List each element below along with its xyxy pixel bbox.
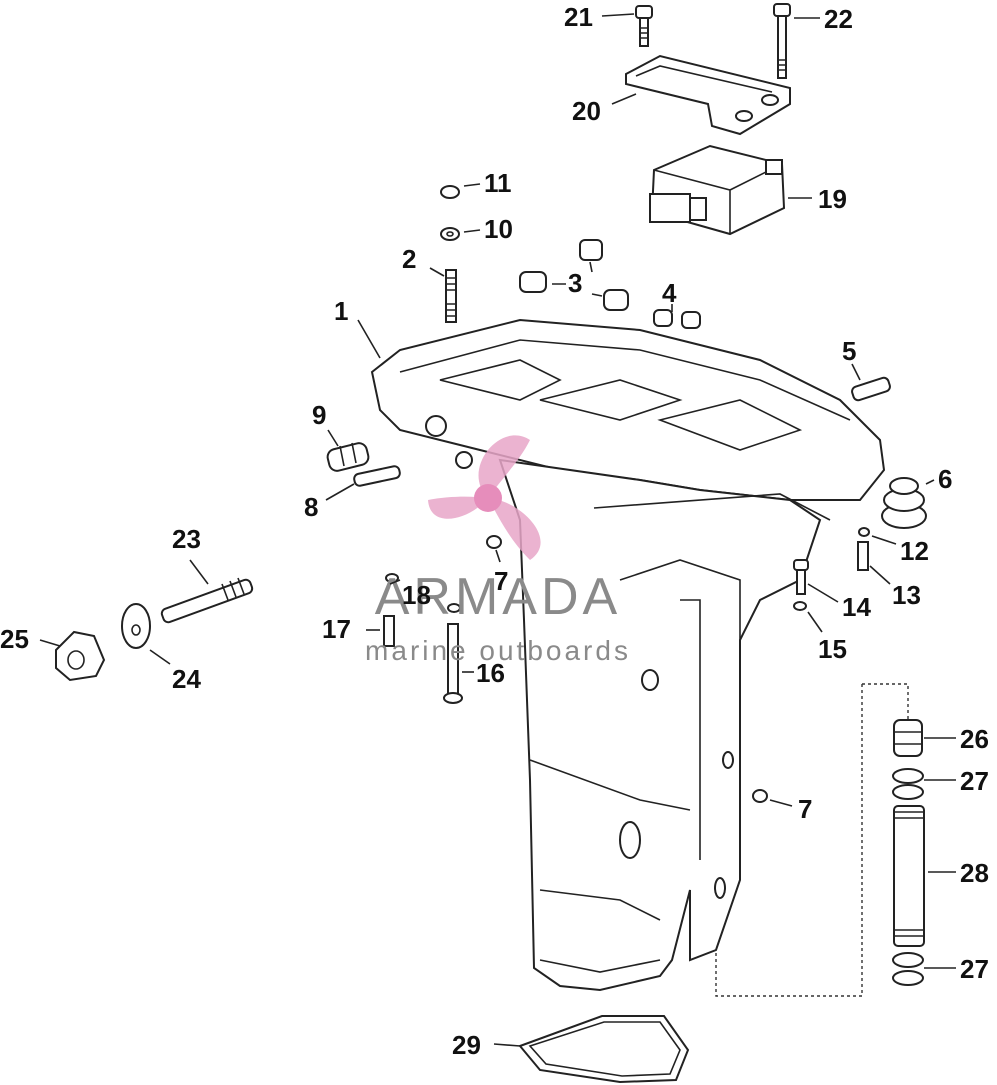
callout-27-upper: 27 (960, 766, 989, 796)
part-11-cap (440, 185, 460, 199)
part-23-shaft (160, 577, 254, 624)
callout-29: 29 (452, 1030, 481, 1060)
part-19-module (649, 144, 786, 236)
callout-10: 10 (484, 214, 513, 244)
armada-watermark-text: ARMADA marine outboards (365, 568, 631, 666)
part-17-stud (383, 615, 395, 647)
part-15-washer (793, 601, 807, 611)
callout-27-lower: 27 (960, 954, 989, 984)
callout-7-upper: 7 (494, 566, 508, 596)
part-21-bolt (635, 5, 653, 47)
callout-9: 9 (312, 400, 326, 430)
callout-3: 3 (568, 268, 582, 298)
part-27-orings-upper (892, 768, 924, 800)
callout-18: 18 (402, 580, 431, 610)
callout-11: 11 (484, 168, 512, 198)
callout-19: 19 (818, 184, 847, 214)
callout-25: 25 (0, 624, 29, 654)
callout-13: 13 (892, 580, 921, 610)
callout-15: 15 (818, 634, 847, 664)
callout-7-lower: 7 (798, 794, 812, 824)
part-8-pin (353, 465, 401, 487)
callout-20: 20 (572, 96, 601, 126)
callout-12: 12 (900, 536, 929, 566)
part-28-tube-dashed-box (715, 683, 909, 997)
part-29-gasket (518, 1015, 690, 1084)
midsection-housing (498, 458, 831, 992)
part-22-bolt (773, 3, 791, 79)
part-16-bolt (443, 623, 463, 704)
part-9-fitting (326, 442, 370, 472)
part-3-grommets (519, 239, 629, 311)
callout-21: 21 (564, 2, 593, 32)
part-18-washer (385, 573, 461, 613)
callout-24: 24 (172, 664, 201, 694)
part-7-nut-upper (486, 535, 502, 549)
part-13-screw (857, 541, 869, 571)
callout-14: 14 (842, 592, 871, 622)
part-1-adapter-plate (370, 318, 886, 501)
callout-8: 8 (304, 492, 318, 522)
part-10-nut (440, 227, 460, 241)
callout-5: 5 (842, 336, 856, 366)
callout-16: 16 (476, 658, 505, 688)
leader-lines (39, 13, 956, 1047)
part-7-nut-lower (752, 789, 768, 803)
callout-22: 22 (824, 4, 853, 34)
part-5-fitting (851, 376, 891, 402)
callout-6: 6 (938, 464, 952, 494)
part-27-orings-lower (892, 952, 924, 986)
part-25-bushing (55, 630, 106, 682)
callout-17: 17 (322, 614, 351, 644)
part-24-washer (121, 603, 151, 649)
watermark-brand: ARMADA (375, 568, 621, 626)
part-14-bolt (793, 559, 809, 595)
part-2-stud (445, 269, 457, 323)
part-20-cover-plate (625, 54, 791, 136)
callout-2: 2 (402, 244, 416, 274)
callout-1: 1 (334, 296, 348, 326)
part-28-tube (893, 805, 925, 947)
part-6-mount (881, 477, 927, 529)
part-12-washer (858, 527, 870, 537)
armada-logo (428, 435, 541, 560)
part-26-seal (893, 719, 923, 757)
callout-28: 28 (960, 858, 989, 888)
callouts: 21 22 20 19 11 10 2 3 4 1 5 6 9 8 7 7 12… (0, 2, 989, 1060)
callout-26: 26 (960, 724, 989, 754)
part-4-plugs (653, 309, 701, 329)
watermark-tagline: marine outboards (365, 635, 631, 666)
callout-4: 4 (662, 278, 677, 308)
callout-23: 23 (172, 524, 201, 554)
